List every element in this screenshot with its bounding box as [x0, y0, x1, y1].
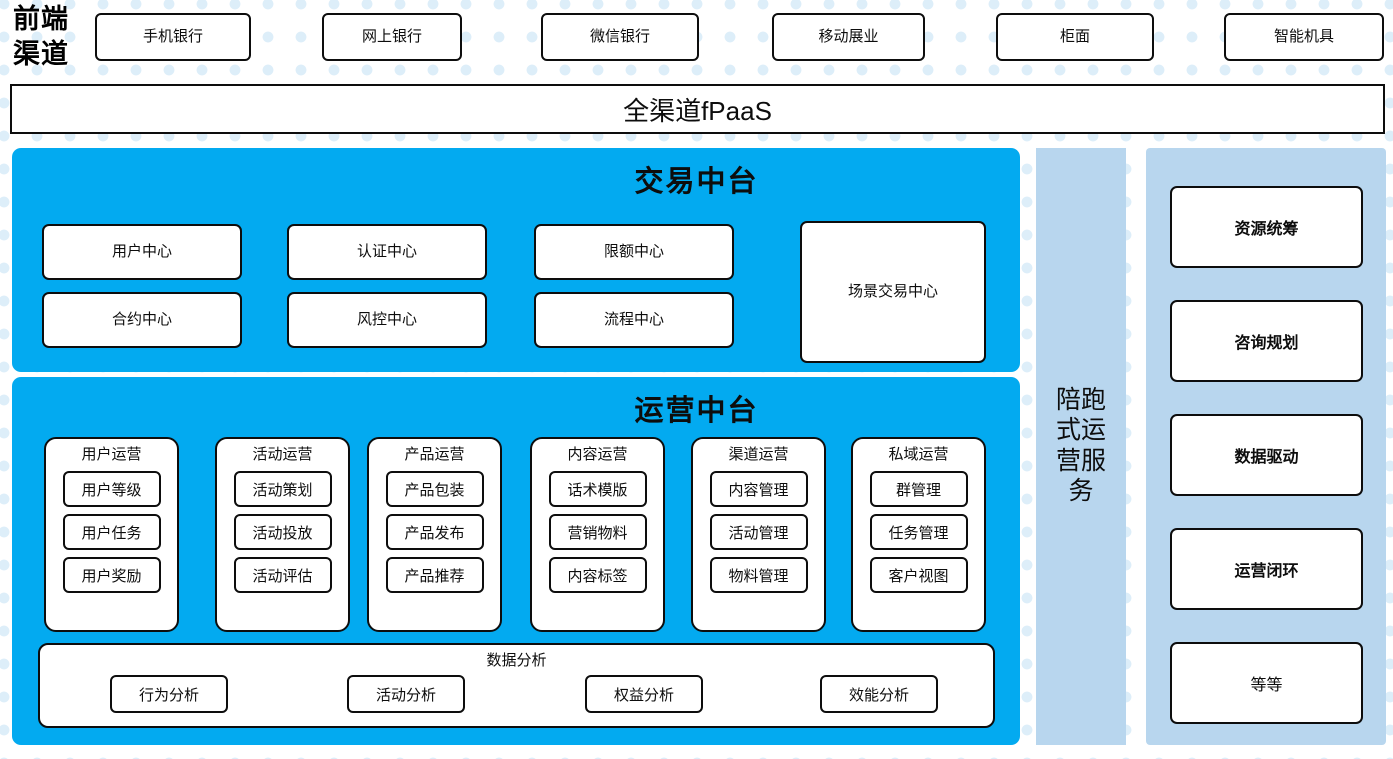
ops-group-item[interactable]: 活动管理: [709, 514, 808, 550]
data-analysis-section: 数据分析 行为分析 活动分析 权益分析 效能分析: [38, 643, 995, 728]
trade-center-card[interactable]: 合约中心: [42, 292, 242, 348]
data-analysis-item[interactable]: 权益分析: [585, 675, 703, 713]
ops-group-item[interactable]: 用户奖励: [62, 557, 161, 593]
ops-center-title: 运营中台: [634, 395, 759, 427]
ops-group-item[interactable]: 活动策划: [233, 471, 332, 507]
front-channel-box[interactable]: 手机银行: [95, 13, 251, 61]
ops-group-item[interactable]: 活动投放: [233, 514, 332, 550]
front-channel-box[interactable]: 微信银行: [541, 13, 699, 61]
trade-center-card[interactable]: 用户中心: [42, 224, 242, 280]
ops-group: 活动运营活动策划活动投放活动评估: [215, 437, 350, 632]
ops-group: 渠道运营内容管理活动管理物料管理: [691, 437, 826, 632]
data-analysis-item[interactable]: 行为分析: [110, 675, 228, 713]
front-channel-box[interactable]: 移动展业: [772, 13, 925, 61]
ops-group: 内容运营话术模版营销物料内容标签: [530, 437, 665, 632]
ops-group-title: 活动运营: [252, 446, 313, 463]
ops-group-item[interactable]: 营销物料: [548, 514, 647, 550]
ops-group: 私域运营群管理任务管理客户视图: [851, 437, 986, 632]
ops-group-item[interactable]: 内容标签: [548, 557, 647, 593]
ops-group-title: 内容运营: [567, 446, 628, 463]
capability-card[interactable]: 数据驱动: [1170, 414, 1363, 496]
capability-card[interactable]: 资源统筹: [1170, 186, 1363, 268]
ops-group-item[interactable]: 内容管理: [709, 471, 808, 507]
ops-group: 用户运营用户等级用户任务用户奖励: [44, 437, 179, 632]
front-channel-box[interactable]: 网上银行: [322, 13, 462, 61]
ops-group-item[interactable]: 用户任务: [62, 514, 161, 550]
ops-group-item[interactable]: 产品包装: [385, 471, 484, 507]
ops-group: 产品运营产品包装产品发布产品推荐: [367, 437, 502, 632]
accompanying-operation-service-column: 陪跑式运营服务: [1036, 148, 1126, 745]
ops-group-item[interactable]: 产品推荐: [385, 557, 484, 593]
capability-column: 资源统筹咨询规划数据驱动运营闭环等等: [1146, 148, 1386, 745]
trade-center-title: 交易中台: [634, 166, 759, 198]
ops-group-title: 渠道运营: [728, 446, 789, 463]
ops-group-item[interactable]: 任务管理: [869, 514, 968, 550]
ops-group-item[interactable]: 话术模版: [548, 471, 647, 507]
front-channel-label: 前端 渠道: [2, 1, 80, 73]
omnichannel-fpaas-bar[interactable]: 全渠道fPaaS: [10, 84, 1385, 134]
trade-center-card[interactable]: 限额中心: [534, 224, 734, 280]
trade-center-card[interactable]: 流程中心: [534, 292, 734, 348]
front-channel-box[interactable]: 柜面: [996, 13, 1154, 61]
data-analysis-item[interactable]: 活动分析: [347, 675, 465, 713]
data-analysis-item[interactable]: 效能分析: [820, 675, 938, 713]
front-channel-label-line-2: 渠道: [13, 39, 69, 69]
capability-card[interactable]: 等等: [1170, 642, 1363, 724]
trade-center-card[interactable]: 风控中心: [287, 292, 487, 348]
ops-group-item[interactable]: 用户等级: [62, 471, 161, 507]
data-analysis-title: 数据分析: [486, 652, 547, 669]
capability-card[interactable]: 运营闭环: [1170, 528, 1363, 610]
ops-group-title: 产品运营: [404, 446, 465, 463]
ops-group-item[interactable]: 群管理: [869, 471, 968, 507]
front-channel-box[interactable]: 智能机具: [1224, 13, 1384, 61]
ops-group-item[interactable]: 物料管理: [709, 557, 808, 593]
front-channel-label-line-1: 前端: [13, 3, 69, 34]
accompanying-operation-service-label: 陪跑式运营服务: [1055, 386, 1106, 506]
ops-group-title: 用户运营: [81, 446, 142, 463]
ops-group-title: 私域运营: [888, 446, 949, 463]
ops-group-item[interactable]: 客户视图: [869, 557, 968, 593]
capability-card[interactable]: 咨询规划: [1170, 300, 1363, 382]
scenario-transaction-center-card[interactable]: 场景交易中心: [800, 221, 986, 363]
trade-center-card[interactable]: 认证中心: [287, 224, 487, 280]
ops-group-item[interactable]: 产品发布: [385, 514, 484, 550]
ops-group-item[interactable]: 活动评估: [233, 557, 332, 593]
